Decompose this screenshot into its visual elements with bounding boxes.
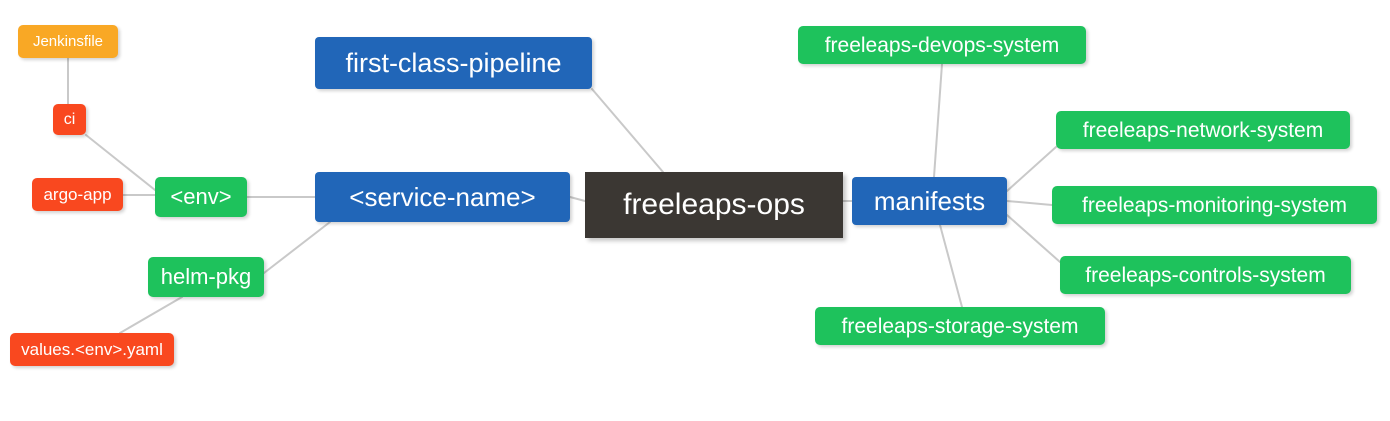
node-freeleaps-devops-system[interactable]: freeleaps-devops-system: [798, 26, 1086, 64]
edge-service-name-to-helm-pkg: [263, 221, 331, 274]
node-freeleaps-controls-system[interactable]: freeleaps-controls-system: [1060, 256, 1351, 294]
node-first-class-pipeline[interactable]: first-class-pipeline: [315, 37, 592, 89]
node-manifests[interactable]: manifests: [852, 177, 1007, 225]
node-values-env-yaml[interactable]: values.<env>.yaml: [10, 333, 174, 366]
node-ci[interactable]: ci: [53, 104, 86, 135]
node-env[interactable]: <env>: [155, 177, 247, 217]
edge-service-name-to-freeleaps-ops: [569, 196, 586, 202]
edge-helm-pkg-to-values-env-yaml: [119, 296, 183, 334]
edge-manifests-to-freeleaps-storage-system: [939, 224, 963, 308]
node-freeleaps-network-system[interactable]: freeleaps-network-system: [1056, 111, 1350, 149]
node-jenkinsfile[interactable]: Jenkinsfile: [18, 25, 118, 58]
edge-manifests-to-freeleaps-network-system: [1006, 146, 1057, 192]
edge-manifests-to-freeleaps-devops-system: [933, 63, 943, 178]
node-freeleaps-monitoring-system[interactable]: freeleaps-monitoring-system: [1052, 186, 1377, 224]
node-service-name[interactable]: <service-name>: [315, 172, 570, 222]
edge-first-class-pipeline-to-freeleaps-ops: [591, 88, 664, 173]
node-freeleaps-storage-system[interactable]: freeleaps-storage-system: [815, 307, 1105, 345]
node-argo-app[interactable]: argo-app: [32, 178, 123, 211]
edge-manifests-to-freeleaps-monitoring-system: [1006, 200, 1053, 206]
node-helm-pkg[interactable]: helm-pkg: [148, 257, 264, 297]
node-freeleaps-ops[interactable]: freeleaps-ops: [585, 172, 843, 238]
